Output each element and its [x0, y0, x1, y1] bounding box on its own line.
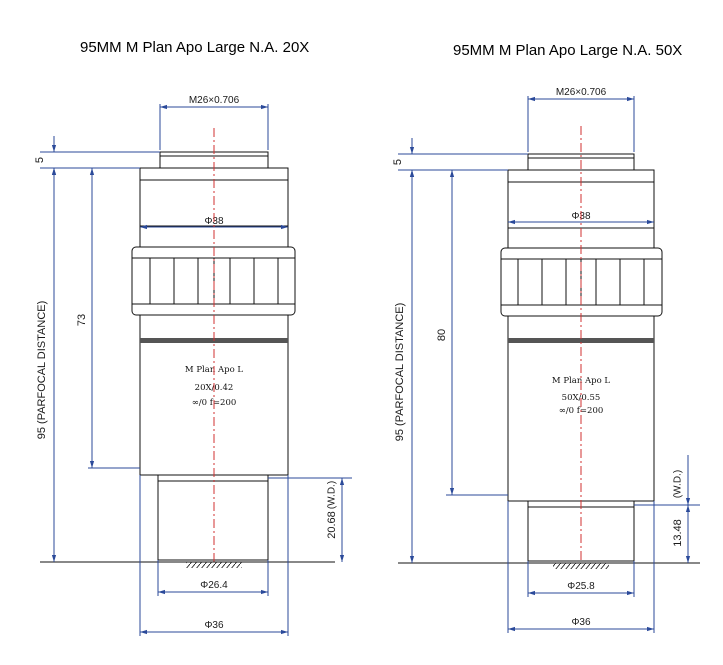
objective-20x: 95MM M Plan Apo Large N.A. 20X M26×0.706	[34, 39, 352, 636]
wd-label-50x: (W.D.)	[673, 470, 684, 498]
top-offset-20x: 5	[34, 157, 46, 163]
top-offset-50x: 5	[392, 159, 404, 165]
wd-value-50x: 13.48	[672, 519, 684, 547]
title-20x: 95MM M Plan Apo Large N.A. 20X	[80, 39, 309, 56]
nose-diameter-20x: Φ26.4	[200, 580, 228, 591]
wd-value-20x: 20.68	[326, 511, 338, 539]
objective-50x: 95MM M Plan Apo Large N.A. 50X M26×0.706…	[392, 42, 700, 633]
bottom-diameter-20x: Φ36	[204, 620, 224, 631]
color-band	[508, 338, 654, 343]
length-50x: 80	[436, 329, 448, 341]
thread-label-50x: M26×0.706	[556, 87, 607, 98]
parfocal-20x: 95 (PARFOCAL DISTANCE)	[36, 301, 48, 440]
specimen-hatch	[553, 563, 609, 569]
nose-piece	[157, 474, 269, 561]
specimen-hatch	[186, 562, 242, 568]
title-50x: 95MM M Plan Apo Large N.A. 50X	[453, 42, 682, 59]
thread-label-20x: M26×0.706	[189, 95, 240, 106]
length-20x: 73	[76, 314, 88, 326]
bottom-diameter-50x: Φ36	[571, 617, 591, 628]
parfocal-50x: 95 (PARFOCAL DISTANCE)	[394, 303, 406, 442]
wd-label-20x: (W.D.)	[327, 481, 338, 509]
nose-diameter-50x: Φ25.8	[567, 581, 595, 592]
